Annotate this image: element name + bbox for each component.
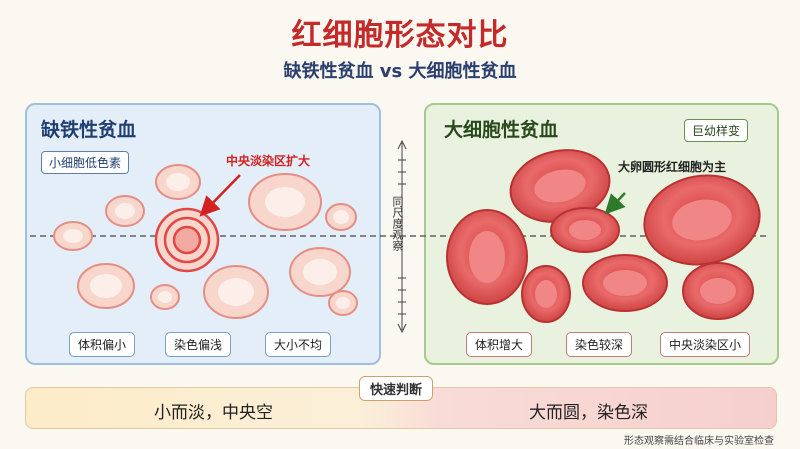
- small-cell: [53, 221, 93, 251]
- small-cell: [105, 195, 145, 227]
- small-cell: [248, 173, 322, 231]
- left-chip-1: 体积偏小: [69, 332, 136, 357]
- right-annotation-arrow: [604, 192, 626, 215]
- subtitle: 缺铁性贫血 vs 大细胞性贫血: [283, 61, 517, 82]
- left-annotation-text: 中央淡染区扩大: [226, 154, 311, 168]
- right-panel-tag: 巨幼样变: [684, 119, 749, 142]
- left-panel-tag: 小细胞低色素: [41, 151, 130, 174]
- small-cell: [328, 290, 358, 316]
- right-chip-1: 体积增大: [466, 332, 533, 357]
- quick-judgment-badge: 快速判断: [359, 376, 434, 401]
- target-cell: [154, 207, 220, 273]
- large-cell: [582, 254, 668, 312]
- small-cell: [77, 263, 135, 309]
- small-cell: [150, 284, 180, 310]
- large-cell: [521, 265, 571, 323]
- macrocytic-cells: [446, 149, 761, 323]
- large-cell: [446, 209, 528, 305]
- large-cell: [509, 149, 611, 223]
- small-cell: [155, 164, 201, 200]
- right-chip-3: 中央淡染区小: [660, 332, 751, 357]
- large-cell: [682, 262, 754, 320]
- right-chip-2: 染色较深: [566, 332, 633, 357]
- left-annotation-arrow: [199, 174, 241, 217]
- small-cell: [289, 247, 351, 297]
- left-chip-3: 大小不均: [265, 332, 332, 357]
- small-cell: [203, 265, 269, 319]
- bottom-right-summary: 大而圆，染色深: [529, 403, 648, 423]
- left-chip-2: 染色偏浅: [165, 332, 232, 357]
- right-annotation-text: 大卵圆形红细胞为主: [618, 160, 727, 174]
- main-title: 红细胞形态对比: [291, 18, 509, 53]
- left-panel-title: 缺铁性贫血: [41, 119, 137, 141]
- scale-ruler: [397, 139, 407, 334]
- microcytic-cells: [53, 164, 358, 319]
- bottom-left-summary: 小而淡，中央空: [154, 403, 273, 423]
- scale-label: 同尺度观察: [391, 196, 404, 251]
- right-panel-title: 大细胞性贫血: [444, 119, 559, 141]
- footnote: 形态观察需结合临床与实验室检查: [624, 436, 774, 447]
- large-cell: [643, 174, 761, 266]
- small-cell: [325, 203, 357, 231]
- large-cell: [550, 207, 620, 253]
